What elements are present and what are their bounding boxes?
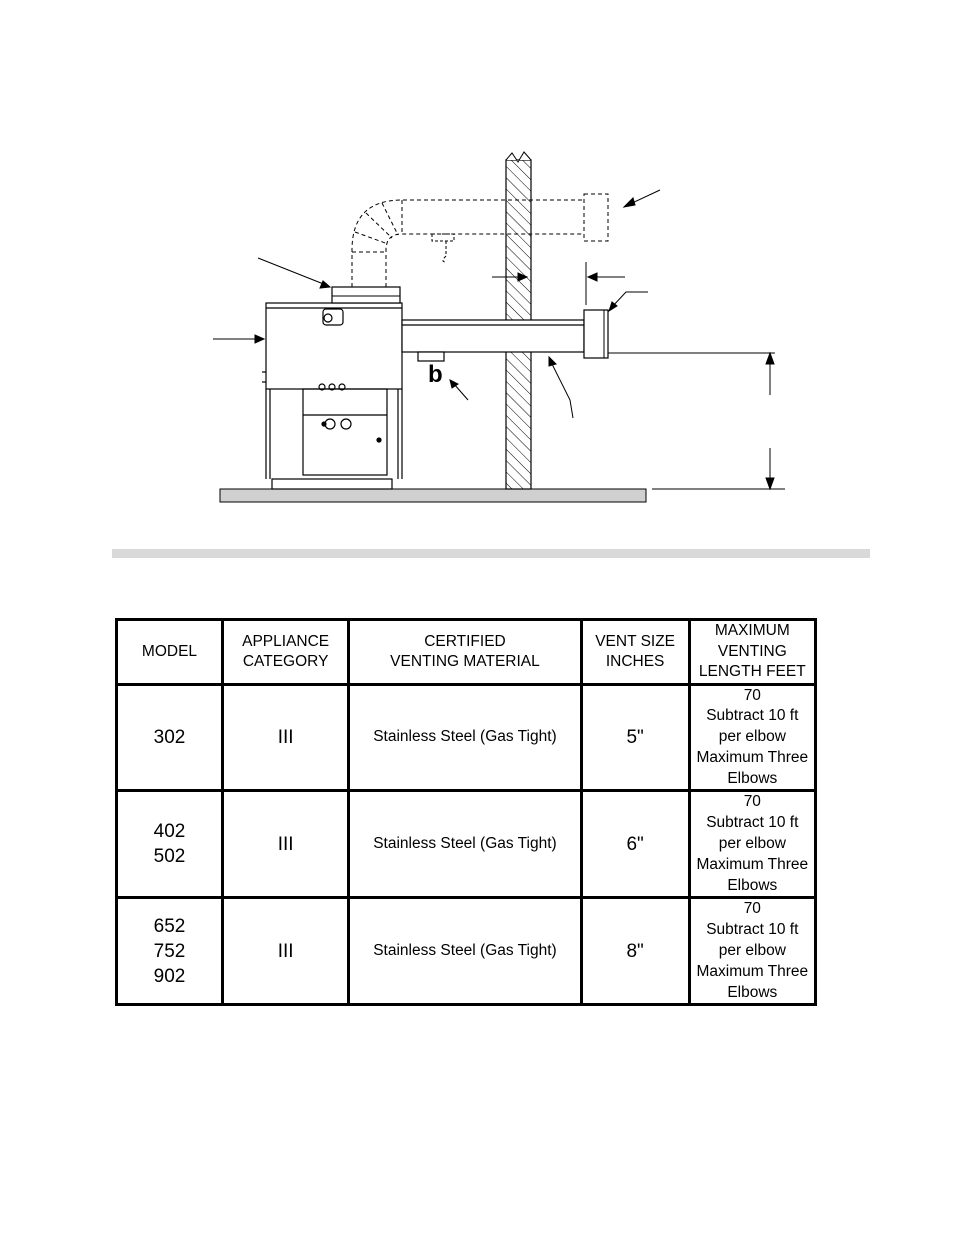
- drain-mark: b: [428, 361, 443, 388]
- header-vent-size: VENT SIZE INCHES: [579, 618, 691, 686]
- header-venting-material: CERTIFIED VENTING MATERIAL: [347, 618, 583, 686]
- cell-category: III: [220, 682, 351, 793]
- cell-material: Stainless Steel (Gas Tight): [347, 896, 583, 1007]
- cell-models: 652 752 902: [115, 896, 224, 1007]
- vent-pipe-lower: [401, 319, 585, 353]
- vent-pipe-upper: [351, 199, 584, 287]
- cell-max-length: 70 Subtract 10 ft per elbow Maximum Thre…: [687, 789, 818, 900]
- cell-material: Stainless Steel (Gas Tight): [347, 682, 583, 793]
- cell-models: 402 502: [115, 789, 224, 900]
- cell-max-length: 70 Subtract 10 ft per elbow Maximum Thre…: [687, 896, 818, 1007]
- table-header-row: MODEL APPLIANCE CATEGORY CERTIFIED VENTI…: [115, 618, 818, 686]
- table-row: 402 502 III Stainless Steel (Gas Tight) …: [115, 789, 818, 900]
- condensate-drain: [417, 351, 445, 362]
- venting-diagram: b: [213, 151, 785, 503]
- cell-material: Stainless Steel (Gas Tight): [347, 789, 583, 900]
- cell-max-length: 70 Subtract 10 ft per elbow Maximum Thre…: [687, 682, 818, 793]
- table-row: 302 III Stainless Steel (Gas Tight) 5" 7…: [115, 682, 818, 793]
- header-max-length: MAXIMUM VENTING LENGTH FEET: [687, 618, 818, 686]
- cell-category: III: [220, 896, 351, 1007]
- cell-vent-size: 8": [579, 896, 691, 1007]
- cell-category: III: [220, 789, 351, 900]
- cell-vent-size: 6": [579, 789, 691, 900]
- header-appliance-category: APPLIANCE CATEGORY: [220, 618, 351, 686]
- cell-vent-size: 5": [579, 682, 691, 793]
- venting-table: MODEL APPLIANCE CATEGORY CERTIFIED VENTI…: [115, 618, 818, 1007]
- table-row: 652 752 902 III Stainless Steel (Gas Tig…: [115, 896, 818, 1007]
- cell-models: 302: [115, 682, 224, 793]
- vent-termination-upper: [583, 193, 609, 242]
- vent-collar: [331, 286, 401, 304]
- floor: [219, 488, 647, 503]
- leader-arrows: [213, 189, 785, 491]
- section-divider: [112, 549, 870, 558]
- condensate-drain-upper: [431, 233, 455, 263]
- header-model: MODEL: [115, 618, 224, 686]
- boiler: [262, 302, 403, 490]
